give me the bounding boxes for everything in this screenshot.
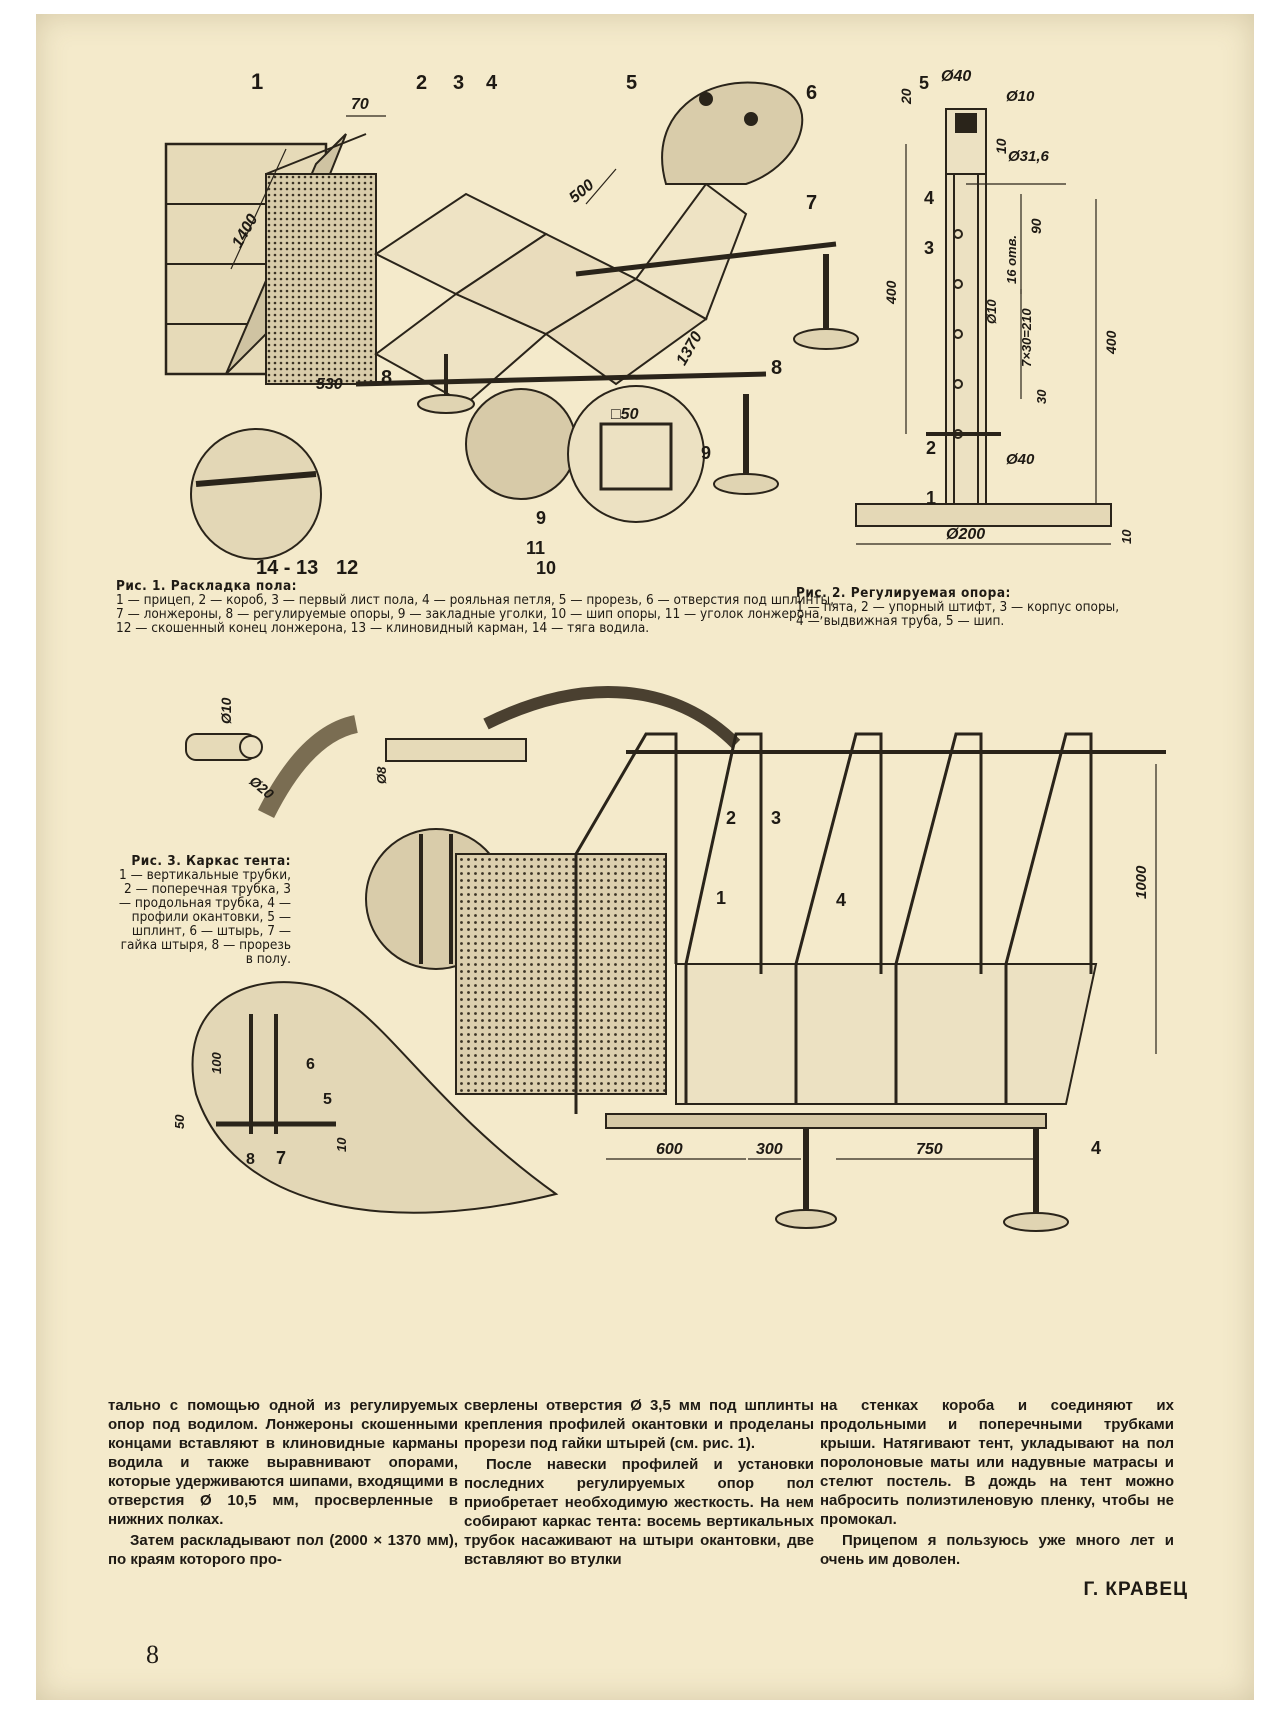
fig1-callout: 12 (336, 557, 358, 574)
fig2-dimension: 10 (1119, 529, 1134, 544)
article-column-1: тально с помощью одной из регулируемых о… (108, 1396, 458, 1571)
figure-1-caption-title: Рис. 1. Раскладка пола: (116, 578, 298, 594)
fig2-dimension: 90 (1028, 218, 1044, 234)
figure-2-caption-title: Рис. 2. Регулируемая опора: (796, 585, 1011, 601)
fig2-dimension: 20 (898, 88, 914, 105)
figure-1-drawing: 1 2 3 4 5 6 7 8 8 9 9 10 11 12 14 - 13 7… (164, 69, 859, 574)
article-paragraph: сверлены отверстия Ø 3,5 мм под шплинты … (464, 1397, 814, 1452)
fig1-dimension: □50 (611, 406, 639, 423)
fig1-callout: 8 (771, 357, 782, 379)
article-column-2: сверлены отверстия Ø 3,5 мм под шплинты … (464, 1396, 814, 1571)
figure-3-caption-text: 1 — вертикальные трубки, 2 — поперечная … (118, 867, 291, 967)
fig1-callout: 8 (381, 367, 392, 389)
fig3-callout: 7 (276, 1148, 286, 1168)
figure-3-caption: Рис. 3. Каркас тента: 1 — вертикальные т… (116, 854, 291, 966)
fig3-callout: 1 (716, 888, 726, 908)
fig3-dimension: 100 (209, 1052, 224, 1074)
fig1-callout: 5 (626, 72, 637, 94)
fig1-callout: 6 (806, 82, 817, 104)
fig2-dimension: Ø10 (1006, 88, 1035, 105)
fig1-callout: 3 (453, 72, 464, 94)
fig2-dimension: Ø31,6 (1008, 148, 1050, 165)
fig3-dimension: 750 (916, 1141, 943, 1158)
figure-1-caption: Рис. 1. Раскладка пола: 1 — прицеп, 2 — … (116, 579, 836, 635)
fig2-dimension: Ø40 (941, 68, 971, 85)
article-column-3: на стенках короба и соединяют их продоль… (820, 1396, 1174, 1571)
fig1-callout: 11 (526, 538, 545, 558)
fig2-dimension: 10 (993, 138, 1009, 154)
fig2-callout: 1 (926, 488, 936, 508)
figure-3-tent-frame: 2 3 1 4 4 6 5 7 8 Ø10 Ø20 Ø8 1000 100 50… (136, 674, 1246, 1354)
article-paragraph: Затем раскладывают пол (2000 × 1370 мм),… (108, 1532, 458, 1568)
fig2-dimension: 16 отв. (1004, 235, 1019, 284)
fig1-dimension: 530 (316, 376, 343, 393)
fig1-callout: 4 (486, 72, 498, 94)
fig2-callout: 4 (924, 188, 934, 208)
article-paragraph: После навески профилей и установки после… (464, 1456, 814, 1568)
magazine-page: 1 2 3 4 5 6 7 8 8 9 9 10 11 12 14 - 13 7… (36, 14, 1254, 1700)
fig2-dimension: 400 (883, 280, 899, 305)
fig2-dimension: 400 (1103, 330, 1119, 355)
fig3-dimension: Ø8 (374, 766, 389, 784)
fig2-callout: 2 (926, 438, 936, 458)
fig3-callout: 4 (1091, 1138, 1101, 1158)
figure-2-caption-text: 1 — пята, 2 — упорный штифт, 3 — корпус … (796, 599, 1120, 629)
fig3-dimension: Ø10 (218, 697, 234, 724)
fig2-dimension: 30 (1034, 389, 1049, 404)
fig1-dimension: 70 (351, 96, 369, 113)
fig2-callout: 3 (924, 238, 934, 258)
author-signature: Г. КРАВЕЦ (1083, 1579, 1188, 1600)
fig3-dimension: 1000 (1133, 865, 1150, 899)
article-paragraph: Прицепом я пользуюсь уже много лет и оче… (820, 1532, 1174, 1568)
fig3-callout: 5 (323, 1091, 332, 1108)
fig2-dimension: 7×30=210 (1019, 308, 1034, 367)
figure-3-drawing: 2 3 1 4 4 6 5 7 8 Ø10 Ø20 Ø8 1000 100 50… (172, 686, 1166, 1232)
fig2-dimension: Ø10 (984, 299, 999, 324)
article-paragraph: тально с помощью одной из регулируемых о… (108, 1397, 458, 1528)
fig2-callout: 5 (919, 73, 929, 93)
fig3-callout: 2 (726, 808, 736, 828)
article-paragraph: на стенках короба и соединяют их продоль… (820, 1397, 1174, 1528)
fig2-dimension: Ø40 (1006, 451, 1035, 468)
fig1-dimension: 500 (566, 176, 597, 206)
fig1-callout: 9 (536, 508, 546, 528)
fig3-dimension: 10 (334, 1137, 349, 1152)
fig3-dimension: 600 (656, 1141, 683, 1158)
fig3-callout: 8 (246, 1151, 255, 1168)
fig1-callout: 1 (251, 69, 263, 94)
figure-1-caption-text: 1 — прицеп, 2 — короб, 3 — первый лист п… (116, 592, 834, 636)
fig3-callout: 3 (771, 808, 781, 828)
figure-2-adjustable-support: 5 4 3 2 1 Ø40 Ø10 20 10 Ø31,6 90 400 400… (846, 54, 1246, 574)
fig1-callout: 14 - 13 (256, 557, 318, 574)
fig3-dimension: 50 (172, 1114, 187, 1129)
fig3-callout: 6 (306, 1056, 315, 1073)
figure-1-floor-layout: 1 2 3 4 5 6 7 8 8 9 9 10 11 12 14 - 13 7… (146, 54, 906, 574)
fig3-dimension: 300 (756, 1141, 783, 1158)
fig1-callout: 7 (806, 192, 817, 214)
fig1-callout: 10 (536, 558, 556, 574)
fig2-dimension: Ø200 (946, 526, 985, 543)
figure-2-drawing: 5 4 3 2 1 Ø40 Ø10 20 10 Ø31,6 90 400 400… (855, 68, 1134, 545)
fig1-callout: 2 (416, 72, 427, 94)
fig3-callout: 4 (836, 890, 846, 910)
figure-3-caption-title: Рис. 3. Каркас тента: (131, 853, 291, 869)
page-number: 8 (146, 1640, 159, 1669)
figure-2-caption: Рис. 2. Регулируемая опора: 1 — пята, 2 … (796, 586, 1126, 628)
fig1-callout: 9 (701, 443, 711, 463)
